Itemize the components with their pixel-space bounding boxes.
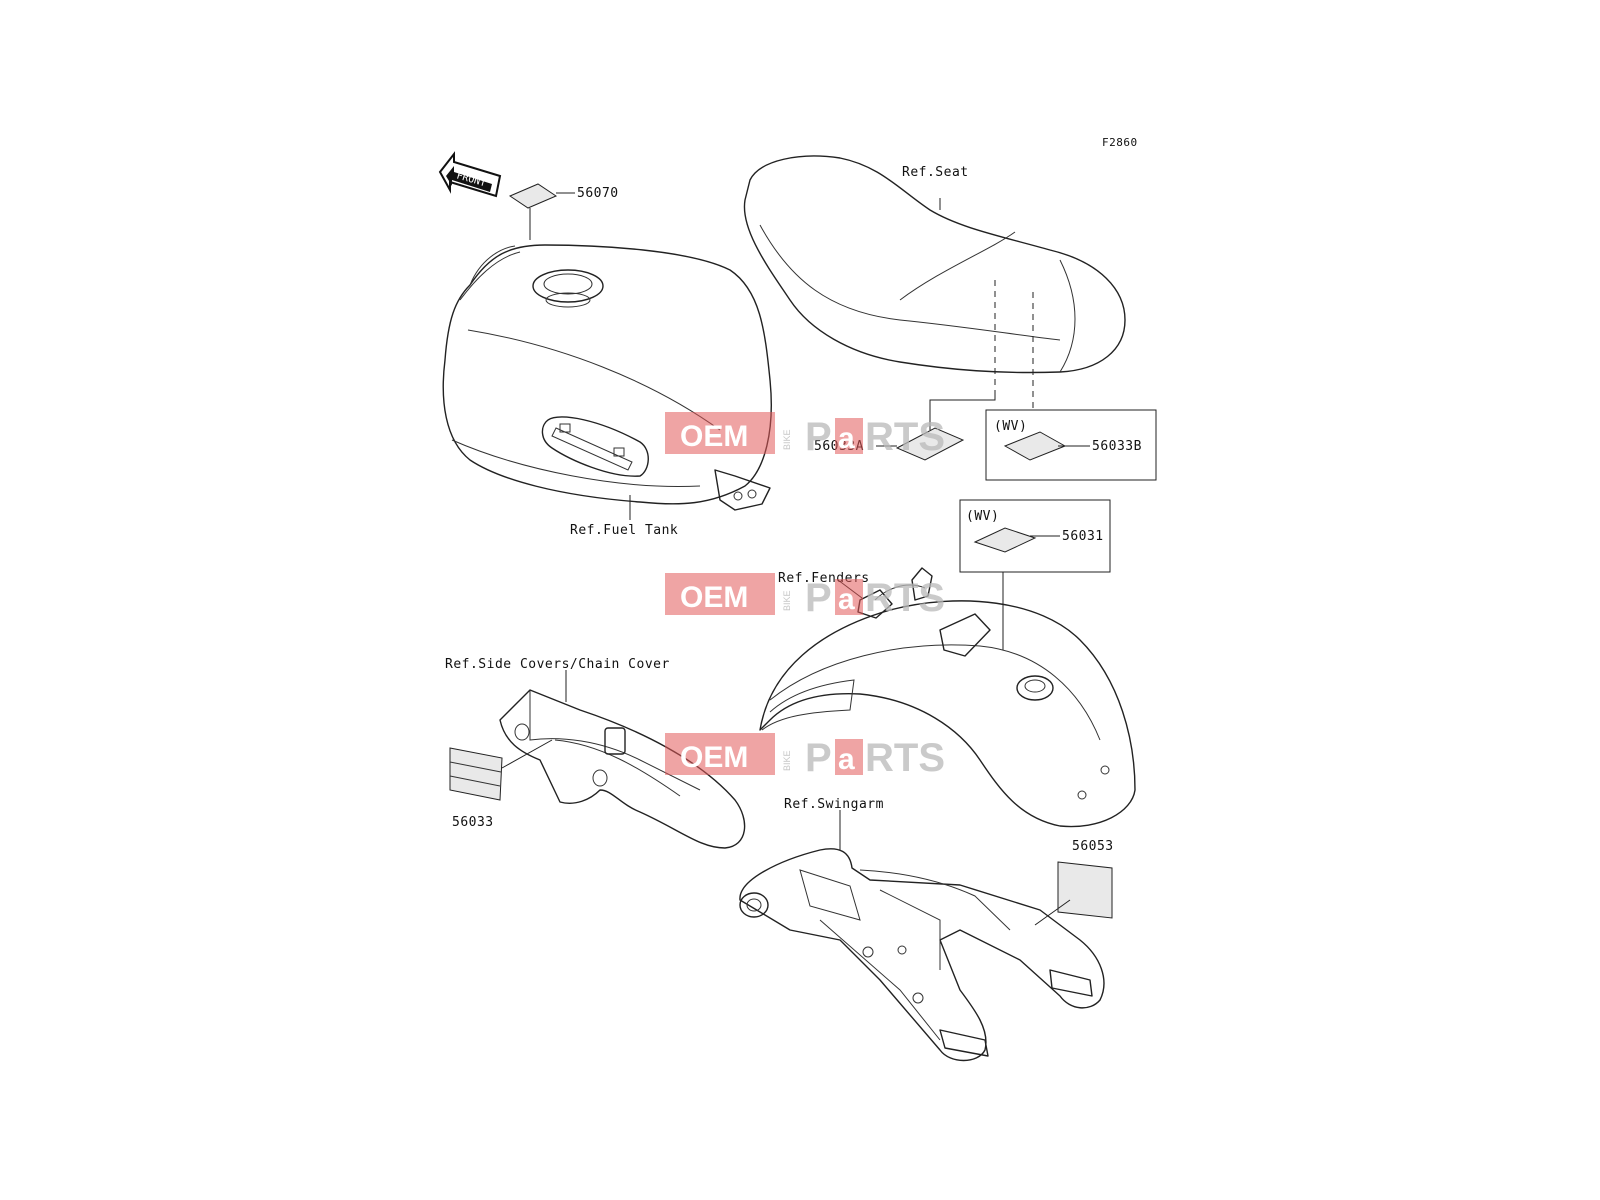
watermark-2: OEM BIKE P a RTS bbox=[665, 573, 945, 620]
part-56070-label: 56070 bbox=[577, 186, 619, 201]
svg-text:a: a bbox=[838, 422, 855, 455]
svg-text:P: P bbox=[805, 736, 832, 780]
ref-seat-label: Ref.Seat bbox=[902, 165, 969, 180]
decal-56033A bbox=[895, 427, 965, 461]
watermark-1: OEM BIKE P a RTS bbox=[665, 412, 945, 459]
svg-text:a: a bbox=[838, 583, 855, 616]
svg-text:P: P bbox=[805, 415, 832, 459]
wv-box-56033B bbox=[985, 409, 1157, 481]
figure-code: F2860 bbox=[1102, 136, 1138, 149]
svg-text:BIKE: BIKE bbox=[782, 429, 792, 450]
svg-text:P: P bbox=[805, 576, 832, 620]
ref-fuel-tank-label: Ref.Fuel Tank bbox=[570, 523, 678, 538]
part-56031-label: 56031 bbox=[1062, 529, 1104, 544]
decal-56070 bbox=[508, 183, 558, 209]
part-56053-label: 56053 bbox=[1072, 839, 1114, 854]
svg-text:BIKE: BIKE bbox=[782, 750, 792, 771]
decal-56033B bbox=[1003, 431, 1067, 461]
decal-56033 bbox=[449, 747, 503, 801]
rear-fender bbox=[759, 567, 1136, 828]
svg-text:RTS: RTS bbox=[865, 415, 945, 459]
decal-56053 bbox=[1057, 861, 1113, 919]
wv-box-56031 bbox=[959, 499, 1111, 573]
svg-text:a: a bbox=[838, 743, 855, 776]
wv-label-a: (WV) bbox=[994, 419, 1027, 434]
svg-text:OEM: OEM bbox=[680, 581, 748, 614]
seat bbox=[743, 155, 1126, 374]
front-arrow-icon: FRONT bbox=[438, 151, 502, 198]
decal-56031 bbox=[973, 527, 1037, 553]
ref-swingarm-label: Ref.Swingarm bbox=[784, 797, 884, 812]
watermark-3: OEM BIKE P a RTS bbox=[665, 733, 945, 780]
part-56033B-label: 56033B bbox=[1092, 439, 1142, 454]
svg-text:RTS: RTS bbox=[865, 736, 945, 780]
swingarm bbox=[739, 848, 1105, 1062]
svg-text:OEM: OEM bbox=[680, 741, 748, 774]
wv-label-b: (WV) bbox=[966, 509, 999, 524]
svg-text:BIKE: BIKE bbox=[782, 590, 792, 611]
ref-side-covers-label: Ref.Side Covers/Chain Cover bbox=[445, 657, 670, 672]
svg-text:RTS: RTS bbox=[865, 576, 945, 620]
svg-text:OEM: OEM bbox=[680, 420, 748, 453]
fuel-tank bbox=[442, 244, 772, 511]
part-56033-label: 56033 bbox=[452, 815, 494, 830]
